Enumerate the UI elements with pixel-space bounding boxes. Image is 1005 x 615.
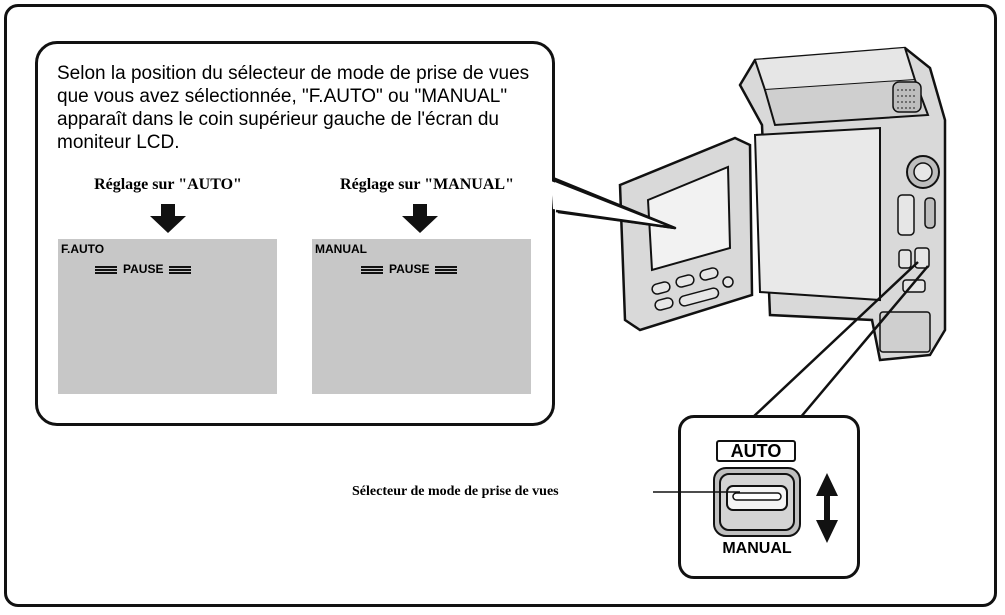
lcd-pause-indicator: PAUSE: [361, 262, 458, 276]
pause-bars-icon: [95, 265, 117, 274]
lcd-status-text: PAUSE: [123, 262, 164, 276]
heading-manual: Réglage sur "MANUAL": [340, 176, 514, 193]
up-down-arrow-icon: [816, 473, 838, 543]
lcd-status-text: PAUSE: [389, 262, 430, 276]
lcd-mode-indicator: MANUAL: [315, 242, 367, 256]
lcd-pause-indicator: PAUSE: [95, 262, 192, 276]
lcd-screen-auto: F.AUTO PAUSE: [58, 239, 277, 394]
down-arrow-icon: [150, 204, 186, 233]
down-arrow-icon: [402, 204, 438, 233]
outer-frame: [4, 4, 997, 607]
heading-auto: Réglage sur "AUTO": [94, 176, 242, 193]
lcd-mode-indicator: F.AUTO: [61, 242, 105, 256]
intro-text: Selon la position du sélecteur de mode d…: [57, 63, 530, 153]
pause-bars-icon: [435, 265, 458, 274]
pause-bars-icon: [169, 265, 192, 274]
switch-auto-label: AUTO: [716, 440, 796, 462]
speaker-grille: [892, 81, 922, 113]
switch-manual-label: MANUAL: [722, 540, 792, 557]
pause-bars-icon: [361, 265, 383, 274]
lcd-screen-manual: MANUAL PAUSE: [312, 239, 531, 394]
selector-caption: Sélecteur de mode de prise de vues: [352, 484, 559, 499]
